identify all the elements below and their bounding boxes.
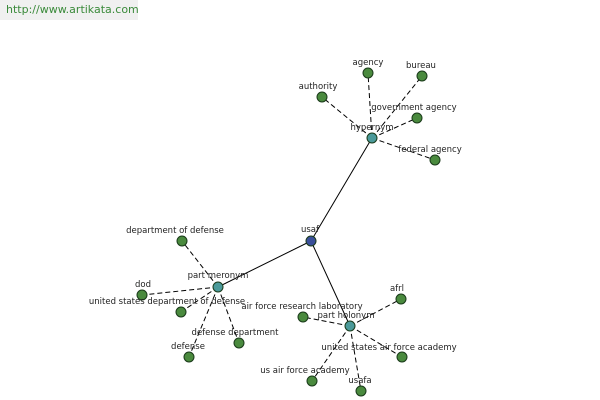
label-government-agency: government agency bbox=[371, 103, 456, 113]
label-us-air-force-academy-short: us air force academy bbox=[260, 366, 349, 376]
node-federal-agency[interactable] bbox=[429, 154, 441, 166]
edge-usaf-hypernym bbox=[310, 137, 373, 242]
edge-holonym-afrl bbox=[349, 298, 402, 327]
artikata-watermark[interactable]: http://www.artikata.com bbox=[0, 0, 139, 20]
edge-holonym-usafa bbox=[349, 325, 362, 392]
label-authority: authority bbox=[299, 82, 338, 92]
edge-hypernym-agency bbox=[367, 72, 373, 139]
edge-usaf-part-meronym bbox=[217, 240, 312, 288]
edge-holonym-us-air-force-academy-short bbox=[311, 325, 351, 382]
label-part-holonym: part holonym bbox=[318, 311, 375, 321]
node-agency[interactable] bbox=[362, 67, 374, 79]
edge-hypernym-government-agency bbox=[371, 117, 418, 139]
label-department-of-defense: department of defense bbox=[126, 226, 224, 236]
label-dod: dod bbox=[135, 280, 151, 290]
node-us-department-of-defense[interactable] bbox=[175, 306, 187, 318]
edge-meronym-department-of-defense bbox=[181, 240, 219, 288]
label-us-department-of-defense: united states department of defense bbox=[89, 297, 245, 307]
node-government-agency[interactable] bbox=[411, 112, 423, 124]
edge-meronym-defense bbox=[188, 286, 219, 358]
label-air-force-research-laboratory: air force research laboratory bbox=[241, 302, 362, 312]
label-us-air-force-academy: united states air force academy bbox=[321, 343, 456, 353]
node-department-of-defense[interactable] bbox=[176, 235, 188, 247]
node-part-holonym[interactable] bbox=[344, 320, 356, 332]
node-part-meronym[interactable] bbox=[212, 281, 224, 293]
node-bureau[interactable] bbox=[416, 70, 428, 82]
node-defense[interactable] bbox=[183, 351, 195, 363]
label-defense: defense bbox=[171, 342, 205, 352]
node-hypernym[interactable] bbox=[366, 132, 378, 144]
edge-usaf-part-holonym bbox=[310, 240, 351, 327]
edge-hypernym-authority bbox=[321, 96, 373, 139]
node-us-air-force-academy-short[interactable] bbox=[306, 375, 318, 387]
node-usaf[interactable] bbox=[305, 235, 317, 247]
label-usaf: usaf bbox=[301, 225, 320, 235]
label-agency: agency bbox=[353, 58, 384, 68]
label-usafa: usafa bbox=[348, 376, 371, 386]
node-air-force-research-laboratory[interactable] bbox=[297, 311, 309, 323]
edge-hypernym-bureau bbox=[371, 75, 423, 139]
label-bureau: bureau bbox=[406, 61, 436, 71]
edge-meronym-defense-department bbox=[217, 286, 240, 344]
node-defense-department[interactable] bbox=[233, 337, 245, 349]
edge-meronym-dod bbox=[141, 286, 219, 296]
label-afrl: afrl bbox=[390, 284, 404, 294]
edge-holonym-us-air-force-academy bbox=[349, 325, 403, 358]
node-usafa[interactable] bbox=[355, 385, 367, 397]
node-us-air-force-academy[interactable] bbox=[396, 351, 408, 363]
node-authority[interactable] bbox=[316, 91, 328, 103]
label-hypernym: hypernym bbox=[350, 123, 393, 133]
label-part-meronym: part meronym bbox=[188, 271, 249, 281]
label-defense-department: defense department bbox=[192, 328, 280, 338]
edge-hypernym-federal-agency bbox=[371, 137, 436, 161]
node-dod[interactable] bbox=[136, 289, 148, 301]
node-afrl[interactable] bbox=[395, 293, 407, 305]
label-federal-agency: federal agency bbox=[398, 145, 462, 155]
